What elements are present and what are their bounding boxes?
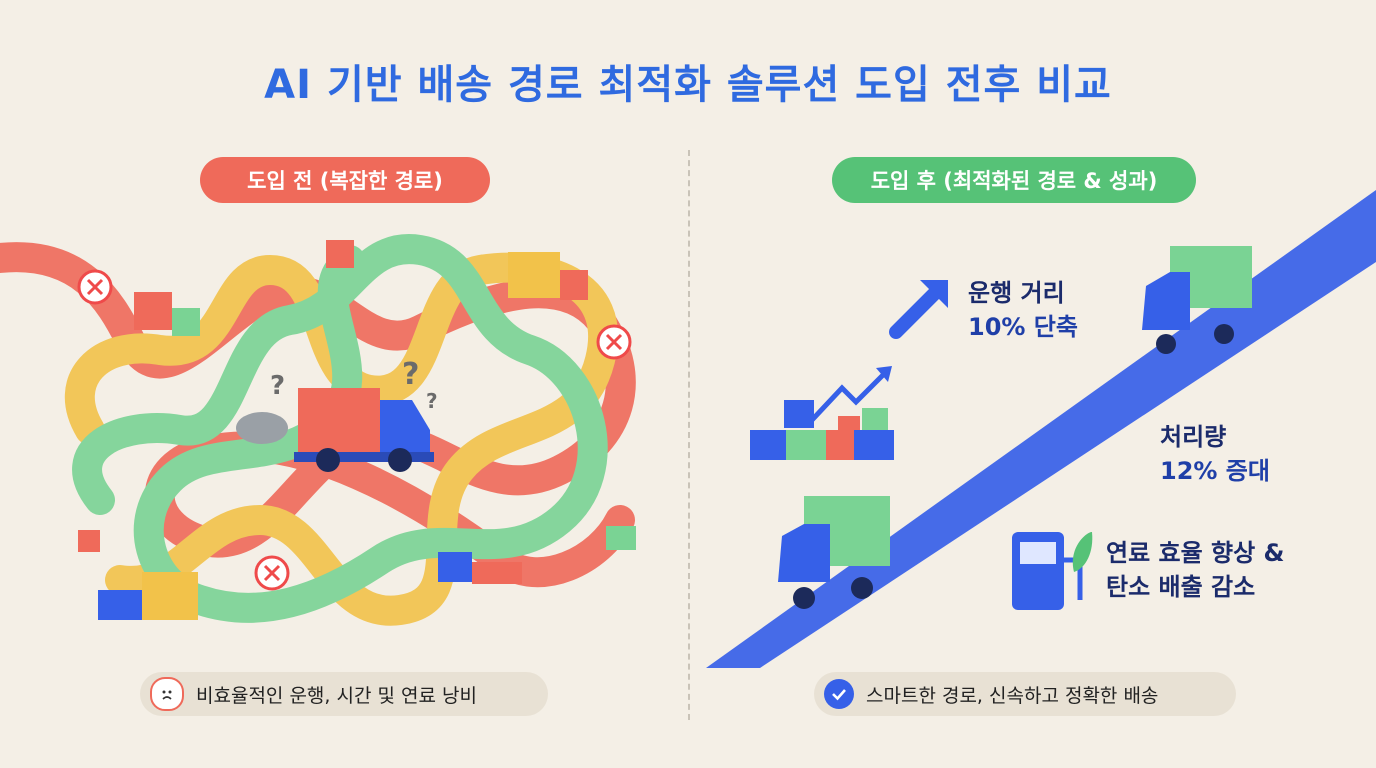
after-label: 도입 후 (최적화된 경로 & 성과)	[832, 157, 1196, 203]
check-circle-icon	[824, 679, 854, 709]
metric-fuel: 연료 효율 향상 & 탄소 배출 감소	[1106, 536, 1284, 604]
x-mark-icon	[77, 269, 632, 591]
metric-throughput: 처리량 12% 증대	[1160, 420, 1270, 488]
svg-text:?: ?	[270, 371, 285, 401]
after-footer-text: 스마트한 경로, 신속하고 정확한 배송	[866, 684, 1159, 707]
truck-icon	[1142, 246, 1252, 354]
truck-icon	[778, 496, 890, 609]
before-footer-text: 비효율적인 운행, 시간 및 연료 낭비	[196, 684, 477, 707]
route-green	[72, 234, 608, 623]
box-icon	[78, 240, 636, 620]
tangled-routes-illustration: ? ? ?	[0, 234, 636, 626]
metric-value: 10% 단축	[968, 313, 1078, 341]
arrow-up-icon	[889, 280, 948, 339]
svg-text:?: ?	[426, 389, 438, 413]
metric-value: 12% 증대	[1160, 457, 1270, 485]
metric-value: 탄소 배출 감소	[1106, 573, 1256, 601]
divider	[688, 150, 690, 720]
after-footer: 스마트한 경로, 신속하고 정확한 배송	[814, 672, 1236, 716]
question-mark-icon: ? ? ?	[270, 357, 438, 413]
sad-face-icon	[150, 677, 184, 711]
before-label: 도입 전 (복잡한 경로)	[200, 157, 490, 203]
metric-title: 운행 거리	[968, 279, 1065, 307]
metric-distance: 운행 거리 10% 단축	[968, 276, 1078, 344]
growth-chart-icon	[750, 366, 894, 460]
metric-title: 연료 효율 향상 &	[1106, 539, 1285, 567]
metric-title: 처리량	[1160, 423, 1227, 451]
fuel-pump-icon	[1012, 532, 1093, 610]
page-title: AI 기반 배송 경로 최적화 솔루션 도입 전후 비교	[264, 62, 1112, 108]
before-footer: 비효율적인 운행, 시간 및 연료 낭비	[140, 672, 548, 716]
truck-icon	[236, 388, 434, 472]
svg-text:?: ?	[402, 357, 419, 392]
